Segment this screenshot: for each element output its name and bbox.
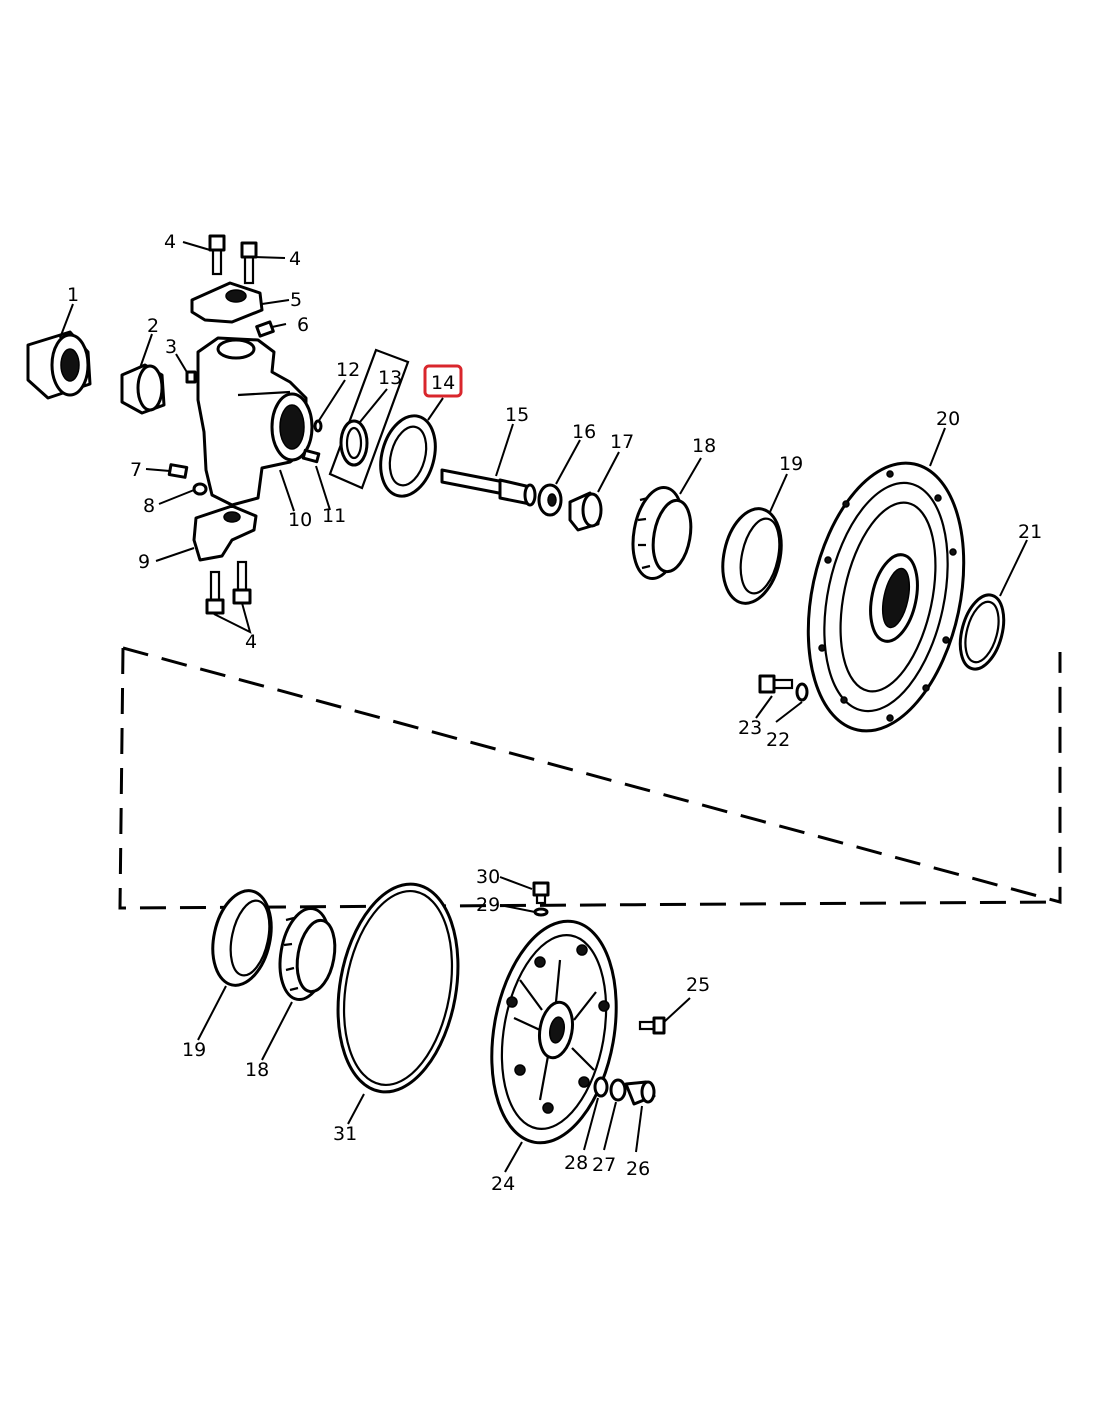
callout-18-bottom: 18 [245,1059,269,1081]
part-bolt-bottom-left [205,570,225,615]
part-bearing-cup-top [721,507,783,605]
callout-4-top-left: 4 [164,231,176,253]
callout-23: 23 [738,717,762,739]
callout-5: 5 [290,289,302,311]
callout-19-top: 19 [779,453,803,475]
part-seal [379,414,437,498]
part-nut-26 [624,1080,656,1106]
part-pin-12 [313,419,323,433]
callout-20: 20 [936,408,960,430]
part-bearing-cup-bottom [211,889,273,987]
callout-9: 9 [138,551,150,573]
callout-4-bottom: 4 [245,631,257,653]
part-pin-3 [185,370,197,384]
callout-16: 16 [572,421,596,443]
callout-19-bottom: 19 [182,1039,206,1061]
part-hub [806,461,966,733]
callout-31: 31 [333,1123,357,1145]
callout-11: 11 [322,505,346,527]
part-fitting-7 [167,463,189,479]
part-washer-27 [609,1078,627,1102]
callout-24: 24 [491,1173,515,1195]
callout-22: 22 [766,729,790,751]
callout-3: 3 [165,336,177,358]
part-upper-arm [190,281,264,324]
callout-28: 28 [564,1152,588,1174]
callout-27: 27 [592,1154,616,1176]
callout-14: 14 [431,372,455,394]
callout-12: 12 [336,359,360,381]
part-bolt-25 [638,1016,666,1035]
leader-lines [59,241,1028,1173]
part-bushing [26,330,92,400]
part-washer-28 [593,1076,609,1098]
part-pin-8 [192,482,208,496]
callout-21: 21 [1018,521,1042,543]
part-snap-ring [339,419,369,467]
part-bolt-23 [758,674,794,694]
part-roller-bearing-bottom [278,907,337,1001]
part-bolt-30 [532,881,550,905]
part-washer-29 [533,907,549,917]
part-shaft [440,468,537,507]
part-o-ring-small [958,593,1006,671]
callout-13: 13 [378,367,402,389]
callout-8: 8 [143,495,155,517]
part-o-ring-large [336,882,460,1094]
part-nut [537,483,563,517]
part-grease-fitting-top [255,320,275,338]
callout-4-top-right: 4 [289,248,301,270]
part-sleeve [120,363,166,415]
part-pin-11 [301,448,321,464]
callout-10: 10 [288,509,312,531]
callout-29: 29 [476,894,500,916]
callout-17: 17 [610,431,634,453]
callout-18-top: 18 [692,435,716,457]
part-bolt-top-right [240,241,258,285]
part-washer-22 [795,682,809,702]
callout-1: 1 [67,284,79,306]
part-lower-arm [192,504,258,562]
callout-15: 15 [505,404,529,426]
part-bolt-bottom-right [232,560,252,605]
part-knuckle-housing [196,336,314,507]
callout-14-highlight [423,364,463,398]
part-wheel-disc [490,919,618,1145]
assembly-dashed-boundary [118,646,1062,910]
callout-25: 25 [686,974,710,996]
part-collar [568,491,603,532]
callout-7: 7 [130,459,142,481]
callout-6: 6 [297,314,309,336]
part-roller-bearing-top [631,486,693,580]
callout-30: 30 [476,866,500,888]
callout-2: 2 [147,315,159,337]
part-bolt-top-left [208,234,226,276]
callout-26: 26 [626,1158,650,1180]
